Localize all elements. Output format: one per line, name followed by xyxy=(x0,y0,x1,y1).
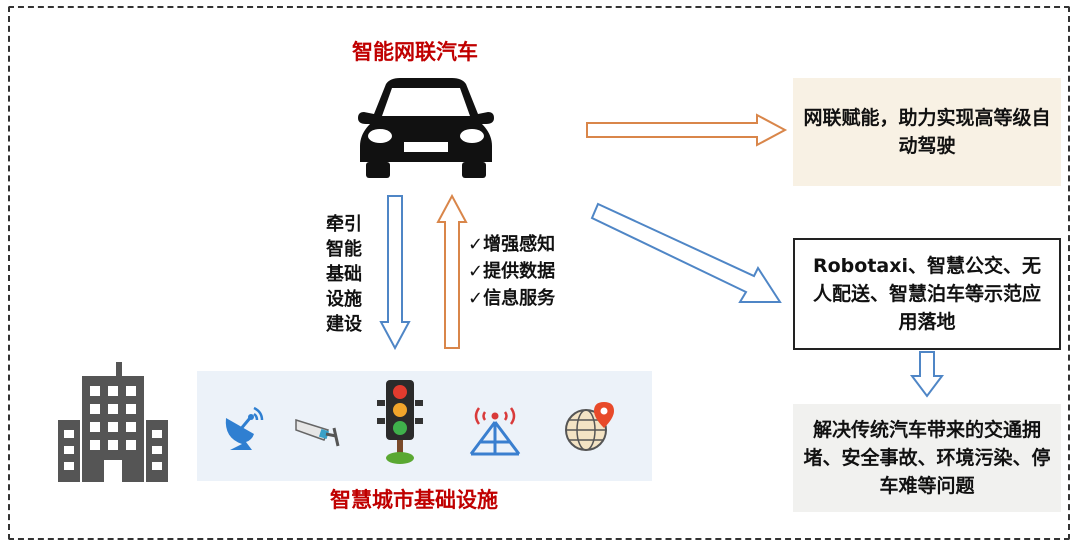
infra-title: 智慧城市基础设施 xyxy=(330,488,498,512)
box-high-level-autonomy: 网联赋能，助力实现高等级自动驾驶 xyxy=(793,78,1061,186)
dashed-frame xyxy=(8,6,1070,540)
box-solve-problems: 解决传统汽车带来的交通拥堵、安全事故、环境污染、停车难等问题 xyxy=(793,404,1061,512)
building-icon xyxy=(56,362,170,482)
check-icon: ✓ xyxy=(468,234,484,255)
label-line: 基础 xyxy=(326,264,362,285)
car-title: 智能网联汽车 xyxy=(352,40,478,64)
check-icon: ✓ xyxy=(468,261,484,282)
label-line: 建设 xyxy=(326,314,362,335)
diagonal-arrow xyxy=(590,198,786,308)
label-line: 智能 xyxy=(326,239,362,260)
traffic-light-icon xyxy=(375,378,425,466)
globe-location-icon xyxy=(562,400,618,454)
down-arrow xyxy=(379,194,411,350)
check-icon: ✓ xyxy=(468,288,484,309)
infrastructure-label: 牵引 智能 基础 设施 建设 xyxy=(326,212,362,337)
benefit-checklist: ✓增强感知 ✓提供数据 ✓信息服务 xyxy=(468,231,555,312)
check-item: ✓提供数据 xyxy=(468,261,556,282)
satellite-dish-icon xyxy=(222,404,266,452)
small-down-arrow xyxy=(910,350,944,398)
label-line: 牵引 xyxy=(326,214,362,235)
label-line: 设施 xyxy=(326,289,362,310)
car-icon xyxy=(356,76,496,180)
right-arrow xyxy=(585,112,789,148)
box-demo-applications: Robotaxi、智慧公交、无人配送、智慧泊车等示范应用落地 xyxy=(793,238,1061,350)
up-arrow xyxy=(435,194,469,350)
signal-tower-icon xyxy=(465,402,525,458)
check-item: ✓信息服务 xyxy=(468,288,556,309)
check-item: ✓增强感知 xyxy=(468,234,556,255)
surveillance-camera-icon xyxy=(294,412,342,448)
